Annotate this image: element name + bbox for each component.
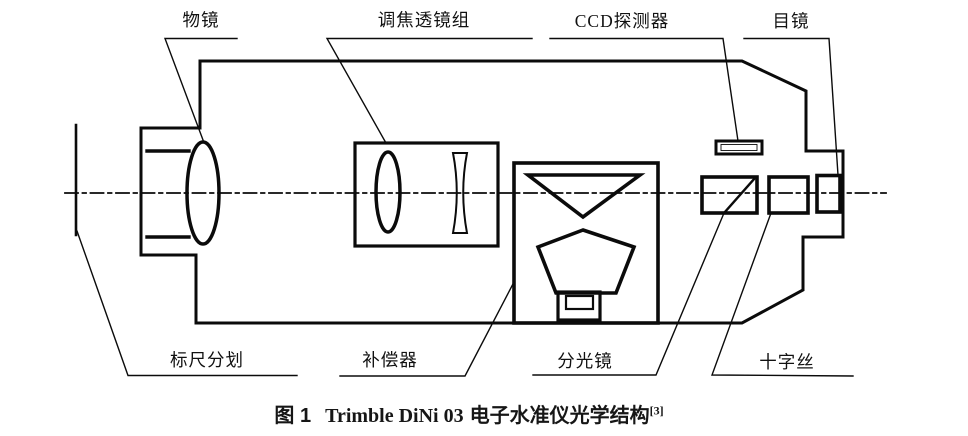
objective-lens <box>185 140 221 246</box>
focusing-concave-lens <box>451 152 469 234</box>
caption-reference-superscript: [3] <box>649 403 664 418</box>
label-crosshair: 十字丝 <box>759 352 815 372</box>
ccd-detector-box <box>714 139 764 156</box>
telescope-body-outline <box>139 59 845 325</box>
objective-mount-lines <box>145 149 191 239</box>
label-staff: 标尺分划 <box>170 350 244 370</box>
focusing-lens-box <box>353 141 500 248</box>
splitter-leader-line <box>532 212 725 376</box>
compensator-box <box>512 161 660 325</box>
caption-title-en: Trimble DiNi 03 <box>325 405 464 427</box>
label-objective: 物镜 <box>182 10 220 30</box>
label-ccd: CCD探测器 <box>574 11 670 31</box>
label-eyepiece: 目镜 <box>772 11 810 31</box>
caption-figure-number: 图 1 <box>274 405 312 427</box>
crosshair-leader-line <box>711 212 854 377</box>
crosshair-box <box>767 175 810 215</box>
objective-leader-line <box>163 37 238 141</box>
compensator-leader-line <box>339 281 515 377</box>
ccd-detector-inner <box>720 144 758 151</box>
beam-splitter-diagonal <box>722 176 757 215</box>
compensator-mount-inner <box>564 294 595 311</box>
label-compensator: 补偿器 <box>362 350 418 370</box>
focus-group-leader-line <box>325 37 533 144</box>
caption-title-zh: 电子水准仪光学结构 <box>469 405 650 427</box>
eyepiece-leader-line <box>743 37 839 176</box>
compensator-prism-triangle <box>522 173 646 220</box>
compensator-prism-pentagon <box>535 228 637 295</box>
eyepiece-box <box>815 173 842 214</box>
staff-leader-line <box>76 230 298 377</box>
beam-splitter-box <box>700 175 759 215</box>
focusing-convex-lens <box>374 150 402 234</box>
compensator-mount-outer <box>556 290 602 322</box>
label-splitter: 分光镜 <box>557 351 613 371</box>
ccd-leader-line <box>549 37 739 142</box>
label-focus-group: 调焦透镜组 <box>377 10 471 30</box>
